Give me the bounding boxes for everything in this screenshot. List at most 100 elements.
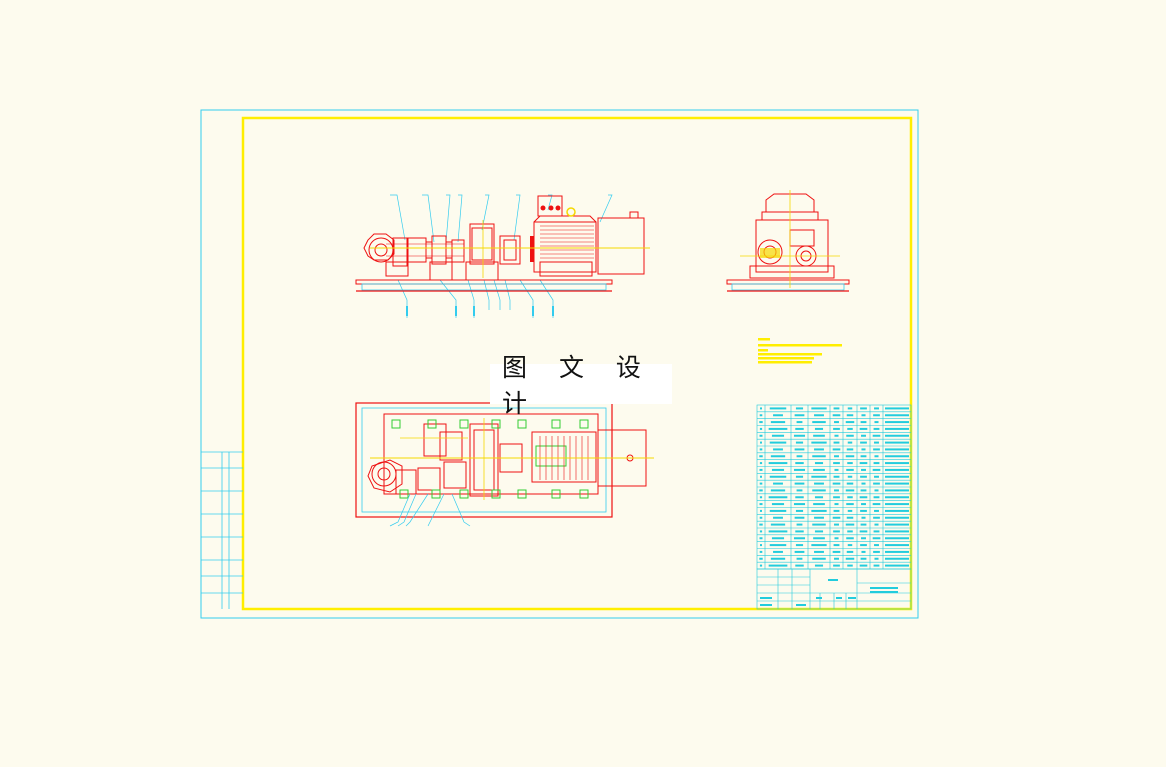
sheet-outer-frame — [200, 109, 919, 619]
bom-cell-bar — [874, 557, 879, 560]
bom-cell-bar — [847, 496, 853, 499]
bom-cell-bar — [846, 414, 854, 417]
bom-cell-bar — [846, 550, 854, 553]
bom-cell-bar — [771, 537, 785, 540]
bom-cell-bar — [832, 448, 841, 451]
bom-cell-bar — [847, 544, 853, 547]
bom-cell-bar — [759, 482, 763, 485]
bom-cell-bar — [873, 530, 880, 533]
bom-cell-bar — [847, 530, 853, 533]
bom-cell-bar — [770, 489, 786, 492]
bom-cell-bar — [874, 475, 879, 478]
bom-cell-bar — [793, 434, 806, 437]
bom-cell-bar — [794, 550, 805, 553]
bom-cell-bar — [795, 564, 804, 567]
bom-cell-bar — [872, 434, 881, 437]
bom-cell-bar — [847, 407, 853, 410]
bom-cell-bar — [759, 530, 763, 533]
bom-cell-bar — [795, 475, 804, 478]
bom-row-lines — [757, 411, 911, 563]
bom-cell-bar — [794, 448, 805, 451]
bom-cell-bar — [760, 509, 762, 512]
bom-cell-bar — [874, 544, 879, 547]
bom-cell-bar — [769, 407, 787, 410]
bom-cell-bar — [813, 503, 825, 506]
bom-cell-bar — [845, 455, 855, 458]
bom-cell-bar — [760, 544, 762, 547]
bom-cell-bar — [814, 462, 824, 465]
bom-cell-bar — [759, 468, 763, 471]
bom-cell-bar — [759, 421, 763, 424]
bom-cell-bar — [860, 544, 867, 547]
bom-cell-bar — [873, 550, 880, 553]
bom-cell-bar — [847, 427, 853, 430]
bom-cell-bar — [860, 421, 867, 424]
bom-cell-bar — [885, 407, 909, 410]
bom-cell-bar — [812, 523, 826, 526]
bom-cell-bar — [885, 434, 909, 437]
bom-cell-bar — [771, 503, 785, 506]
bom-cell-bar — [833, 475, 840, 478]
bom-cell-bar — [833, 496, 840, 499]
bom-cell-bar — [847, 462, 853, 465]
bom-cell-bar — [796, 489, 803, 492]
bom-cell-bar — [833, 427, 840, 430]
drawing-border — [241, 116, 913, 611]
bom-cell-bar — [834, 537, 839, 540]
bom-cell-bar — [860, 407, 867, 410]
bom-cell-bar — [847, 475, 853, 478]
bom-cell-bar — [814, 448, 824, 451]
bom-cell-bar — [793, 468, 806, 471]
bom-cell-bar — [759, 523, 763, 526]
bom-cell-bar — [885, 516, 909, 519]
bom-cell-bar — [793, 537, 806, 540]
bom-cell-bar — [861, 414, 866, 417]
bom-cell-bar — [846, 448, 854, 451]
bom-cell-bar — [769, 441, 787, 444]
bom-cell-bar — [795, 441, 804, 444]
bom-cell-bar — [773, 550, 783, 553]
bom-cell-bar — [873, 414, 880, 417]
bom-cell-bar — [795, 427, 804, 430]
bom-cell-bar — [833, 509, 840, 512]
bom-cell-bar — [796, 523, 803, 526]
bom-cell-bar — [861, 537, 866, 540]
bom-cell-bar — [861, 448, 866, 451]
bom-cell-bar — [759, 434, 763, 437]
watermark-label: 图 文 设 计 — [490, 353, 672, 418]
bom-cell-bar — [846, 468, 854, 471]
bom-cell-bar — [861, 550, 866, 553]
bom-cell-bar — [814, 516, 824, 519]
bom-cell-bar — [771, 434, 785, 437]
bom-cell-bar — [833, 530, 840, 533]
bom-cell-bar — [859, 564, 868, 567]
bom-cell-bar — [759, 427, 763, 430]
bom-cell-bar — [812, 455, 826, 458]
bom-cell-bar — [771, 468, 785, 471]
bom-cell-bar — [872, 503, 881, 506]
bom-cell-bar — [859, 530, 868, 533]
bom-cell-bar — [885, 468, 909, 471]
bom-cell-bar — [759, 455, 763, 458]
bom-cell-bar — [773, 448, 783, 451]
bom-cell-bar — [885, 455, 909, 458]
bom-cell-bar — [795, 530, 804, 533]
bom-cell-bar — [885, 482, 909, 485]
left-binding-strip — [201, 451, 243, 609]
bom-cell-bar — [885, 462, 909, 465]
bom-cell-bar — [845, 421, 855, 424]
bom-cell-bar — [768, 564, 788, 567]
bom-cell-bar — [759, 550, 763, 553]
bom-cell-bar — [885, 496, 909, 499]
bom-cell-bar — [885, 564, 909, 567]
bom-cell-bar — [845, 557, 855, 560]
bom-cell-bar — [847, 441, 853, 444]
bom-cell-bar — [811, 475, 827, 478]
parts-list-table — [756, 404, 912, 570]
bom-cell-bar — [861, 503, 866, 506]
side-elevation-view — [726, 190, 850, 292]
bom-cell-bar — [811, 441, 827, 444]
bom-cell-bar — [794, 414, 805, 417]
bom-cell-bar — [885, 509, 909, 512]
bom-cell-bar — [873, 462, 880, 465]
